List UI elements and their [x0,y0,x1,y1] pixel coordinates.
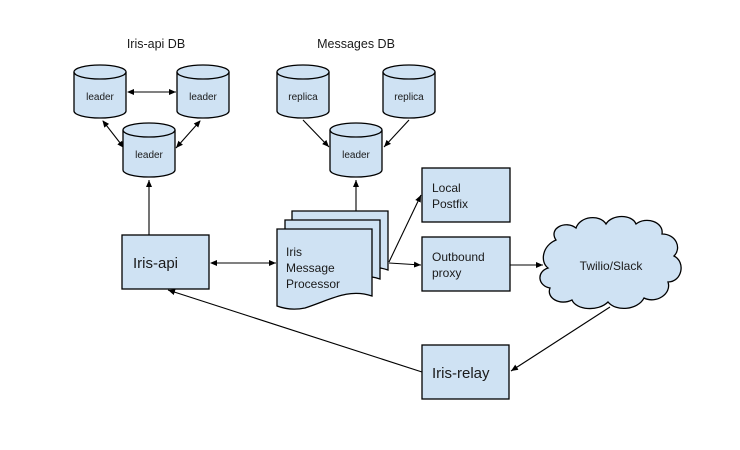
edge-leader-right-leader-center [175,120,201,149]
db-cylinder-iris-api-leader-center[interactable]: leader [122,122,176,178]
edge-leader-left-leader-center [102,120,125,149]
node-iris-api[interactable]: Iris-api [121,234,210,290]
node-label-line-1: Local [432,181,461,195]
edge-processor-to-outbound-proxy [388,261,422,268]
db-cylinder-iris-api-leader-right[interactable]: leader [176,64,230,119]
node-local-postfix[interactable]: Local Postfix [421,167,511,223]
edge-processor-to-local-postfix [388,194,422,263]
node-label-line-2: proxy [432,266,461,280]
node-label: Iris-api [133,255,178,272]
db-label: leader [135,150,163,161]
db-label: leader [86,92,114,103]
db-label: leader [189,92,217,103]
node-label: Twilio/Slack [580,259,644,273]
node-iris-relay[interactable]: Iris-relay [421,344,510,400]
node-twilio-slack-cloud[interactable]: Twilio/Slack [539,215,682,310]
edge-replica-right-to-leader [383,119,410,148]
node-label-line-2: Message [286,261,335,275]
node-label-line-1: Outbound [432,250,485,264]
group-label-iris-api-db: Iris-api DB [127,37,185,51]
edge-iris-relay-to-iris-api [167,289,423,373]
db-cylinder-messages-replica-right[interactable]: replica [382,64,436,119]
node-label-line-2: Postfix [432,197,468,211]
node-label-line-1: Iris [286,245,302,259]
node-label-line-3: Processor [286,277,340,291]
db-label: leader [342,150,370,161]
db-cylinder-messages-replica-left[interactable]: replica [276,64,330,119]
group-label-messages-db: Messages DB [317,37,395,51]
edge-replica-left-to-leader [302,119,330,148]
db-cylinder-iris-api-leader-left[interactable]: leader [73,64,127,119]
db-label: replica [394,92,424,103]
edge-twilio-to-iris-relay [510,306,611,372]
node-label: Iris-relay [432,365,490,382]
db-cylinder-messages-leader[interactable]: leader [329,122,383,178]
edges [102,89,611,373]
document-front [276,228,373,310]
node-outbound-proxy[interactable]: Outbound proxy [421,236,511,292]
db-label: replica [288,92,318,103]
node-message-processor[interactable]: Iris Message Processor [276,210,389,310]
